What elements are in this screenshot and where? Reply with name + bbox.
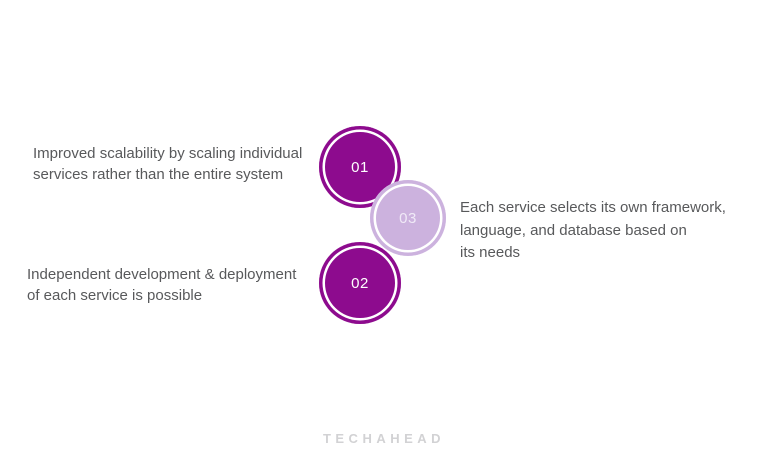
step-01-circle: 01	[319, 126, 401, 208]
step-02-number: 02	[351, 274, 369, 292]
step-03-number: 03	[399, 209, 417, 227]
step-02-description: Independent development & deployment of …	[27, 266, 297, 304]
techahead-logo: TECHAHEAD	[322, 431, 446, 446]
step-03-description: Each service selects its own framework, …	[460, 199, 726, 261]
step-01-description: Improved scalability by scaling individu…	[33, 145, 303, 183]
step-02-circle: 02	[319, 242, 401, 324]
step-01-number: 01	[351, 158, 369, 176]
step-03-circle: 03	[370, 180, 446, 256]
